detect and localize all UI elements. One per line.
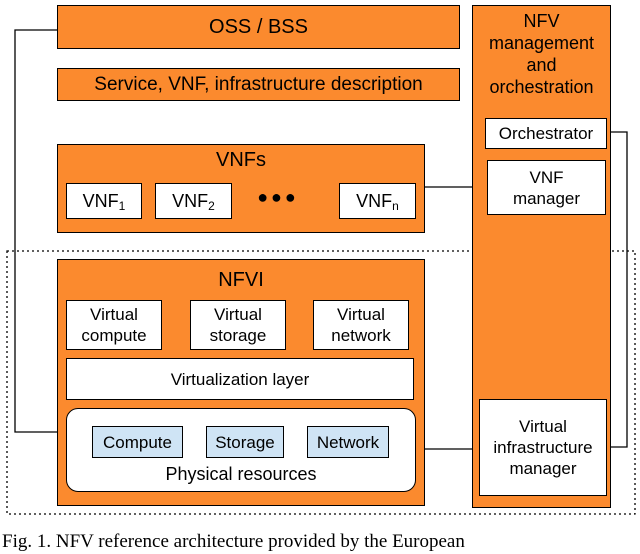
vnf-2-box: VNF2	[155, 183, 232, 219]
vnf-2-label: VNF2	[172, 191, 215, 213]
storage-box: Storage	[206, 426, 284, 458]
description-label: Service, VNF, infrastructure description	[94, 74, 423, 95]
virtualization-layer-box: Virtualization layer	[66, 358, 414, 400]
oss-bss-label: OSS / BSS	[209, 16, 308, 38]
vim-box: Virtual infrastructure manager	[479, 399, 607, 496]
oss-to-physical-connector	[14, 29, 64, 433]
nfv-mano-title: NFV management and orchestration	[488, 11, 595, 97]
figure-caption: Fig. 1. NFV reference architecture provi…	[2, 531, 465, 552]
virtual-storage-box: Virtual storage	[190, 300, 286, 350]
virtualization-layer-label: Virtualization layer	[170, 369, 310, 389]
vim-label: Virtual infrastructure manager	[493, 417, 593, 478]
compute-box: Compute	[92, 426, 183, 458]
vnf-ellipsis: ●●●	[257, 187, 299, 207]
vnfs-title: VNFs	[216, 149, 266, 171]
vnf-manager-label: VNF manager	[512, 167, 581, 208]
storage-label: Storage	[215, 432, 275, 452]
vnf-1-box: VNF1	[66, 183, 142, 219]
virtual-network-box: Virtual network	[313, 300, 409, 350]
vnf-n-box: VNFn	[339, 183, 416, 219]
vnf-n-label: VNFn	[356, 191, 399, 213]
orchestrator-label: Orchestrator	[498, 124, 594, 143]
virtual-storage-label: Virtual storage	[209, 305, 267, 345]
description-box: Service, VNF, infrastructure description	[57, 68, 460, 101]
orchestrator-box: Orchestrator	[485, 118, 607, 149]
compute-label: Compute	[103, 432, 172, 452]
nfvi-boundary	[6, 250, 636, 515]
vnf-1-label: VNF1	[82, 191, 126, 213]
network-label: Network	[316, 432, 380, 452]
vnf-manager-box: VNF manager	[487, 160, 606, 215]
virtual-compute-label: Virtual compute	[81, 305, 147, 345]
physical-resources-box: Compute Storage Network Physical resourc…	[66, 408, 416, 492]
oss-bss-box: OSS / BSS	[57, 5, 460, 49]
virtual-compute-box: Virtual compute	[66, 300, 162, 350]
virtual-network-label: Virtual network	[331, 305, 391, 345]
nfvi-title: NFVI	[218, 269, 264, 291]
nfvi-box: NFVI Virtual compute Virtual storage Vir…	[57, 259, 425, 506]
network-box: Network	[307, 426, 389, 458]
nfvo-to-vim-connector	[606, 131, 628, 448]
physical-resources-label: Physical resources	[165, 464, 317, 484]
vnfs-box: VNFs VNF1 VNF2 ●●● VNFn	[57, 144, 425, 233]
